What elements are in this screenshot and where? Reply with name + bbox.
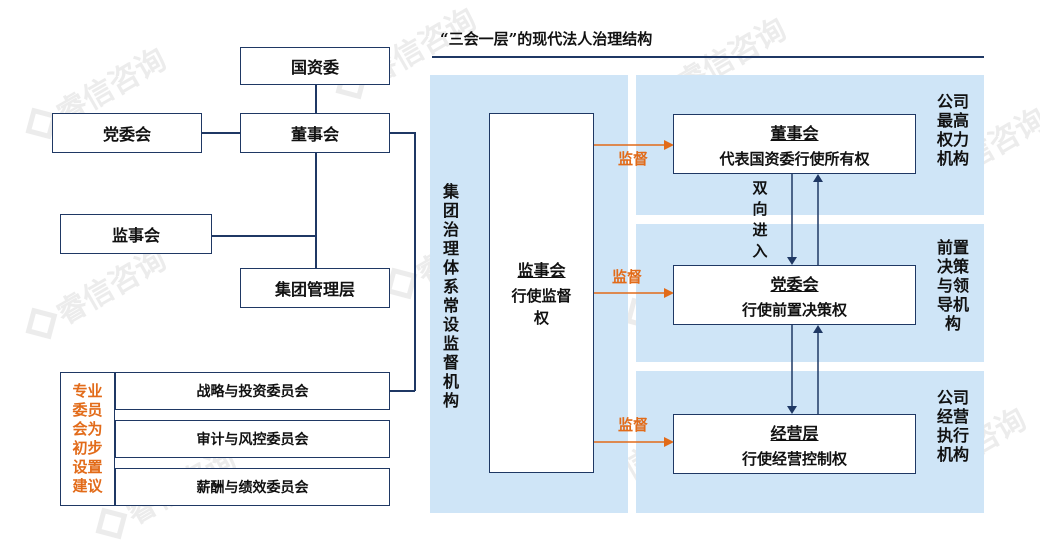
dangweihui-label: 党委会	[102, 125, 151, 144]
two-way-arrows	[787, 174, 823, 414]
management-desc: 行使经营控制权	[741, 449, 847, 468]
committee-note: 专业委员会为初步设置建议	[72, 382, 103, 495]
guoziwei-label: 国资委	[290, 58, 339, 77]
supervisory-box-title: 监事会	[517, 261, 566, 280]
committee-audit: 审计与风控委员会	[115, 420, 390, 458]
board-title: 董事会	[770, 123, 819, 143]
watermark-logo-icon	[25, 307, 58, 340]
supervisory-box-desc: 行使监督权	[511, 287, 572, 327]
dongshihui-label: 董事会	[290, 125, 339, 144]
connector-line	[315, 85, 317, 113]
jituan-guanliceng-box: 集团管理层	[240, 268, 390, 308]
committee-strategy: 战略与投资委员会	[115, 372, 390, 410]
party-desc: 行使前置决策权	[741, 300, 847, 319]
side-label-board: 公司最高权力机构	[936, 92, 969, 168]
party-box: 党委会 行使前置决策权	[673, 265, 916, 325]
jianshihui-supervisory-box: 监事会 行使监督权	[489, 113, 594, 473]
connector-line	[202, 132, 240, 134]
supervisory-column-label: 集团治理体系常设监督机构	[442, 182, 459, 410]
management-title: 经营层	[770, 423, 819, 443]
board-desc: 代表国资委行使所有权	[719, 149, 870, 168]
dongshihui-box: 董事会	[240, 113, 390, 153]
board-box: 董事会 代表国资委行使所有权	[673, 114, 916, 174]
connector-line	[390, 132, 415, 134]
dangweihui-box: 党委会	[52, 113, 202, 153]
jianshihui-label: 监事会	[111, 226, 160, 245]
committee-label: 薪酬与绩效委员会	[196, 480, 309, 496]
side-label-management: 公司经营执行机构	[936, 388, 969, 464]
two-way-label: 双向进入	[752, 179, 768, 260]
committee-note-box: 专业委员会为初步设置建议	[60, 372, 115, 506]
side-label-party: 前置决策与领导机构	[936, 238, 969, 333]
connector-line	[414, 132, 416, 391]
connector-line	[212, 235, 316, 237]
watermark-logo-icon	[95, 507, 128, 540]
committee-compensation: 薪酬与绩效委员会	[115, 468, 390, 506]
title-underline	[432, 56, 984, 58]
supervise-label: 监督	[618, 416, 649, 434]
supervise-arrows	[594, 140, 674, 447]
guoziwei-box: 国资委	[240, 47, 390, 85]
committee-label: 审计与风控委员会	[196, 432, 309, 448]
watermark-logo-icon	[385, 267, 418, 300]
jituan-guanliceng-label: 集团管理层	[274, 280, 355, 299]
committee-label: 战略与投资委员会	[196, 384, 309, 400]
jianshihui-box: 监事会	[60, 214, 212, 254]
connector-line	[315, 153, 317, 268]
page-title: “三会一层”的现代法人治理结构	[440, 30, 653, 48]
party-title: 党委会	[770, 274, 819, 294]
supervise-label: 监督	[612, 268, 643, 286]
connector-line	[390, 390, 415, 392]
supervise-label: 监督	[618, 150, 649, 168]
management-box: 经营层 行使经营控制权	[673, 414, 916, 474]
